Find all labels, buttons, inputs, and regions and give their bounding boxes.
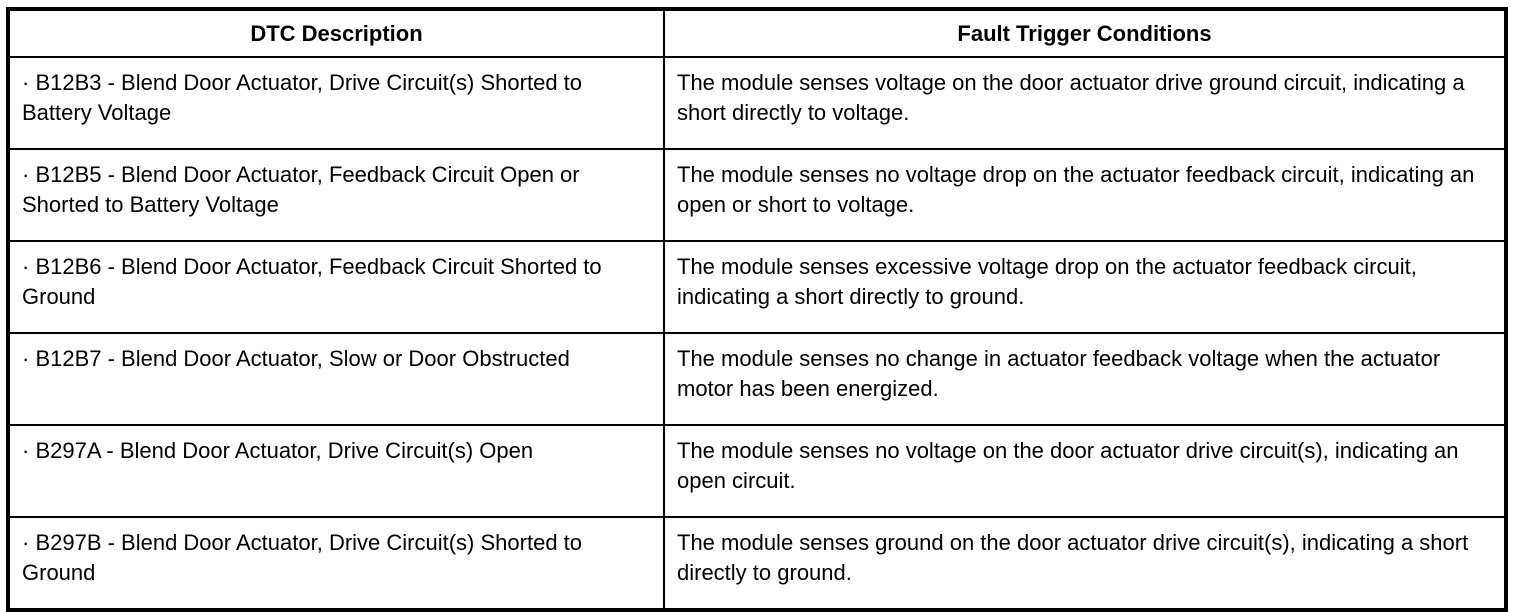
table-row: · B12B3 - Blend Door Actuator, Drive Cir… [7,56,1507,150]
dtc-description-cell: · B297A - Blend Door Actuator, Drive Cir… [7,424,665,518]
fault-trigger-cell: The module senses no voltage on the door… [663,424,1507,518]
column-header-dtc-description: DTC Description [7,8,665,58]
table-row: · B297B - Blend Door Actuator, Drive Cir… [7,516,1507,611]
dtc-description-cell: · B12B3 - Blend Door Actuator, Drive Cir… [7,56,665,150]
dtc-description-cell: · B297B - Blend Door Actuator, Drive Cir… [7,516,665,611]
fault-trigger-cell: The module senses voltage on the door ac… [663,56,1507,150]
column-header-fault-trigger-conditions: Fault Trigger Conditions [663,8,1507,58]
table-header-row: DTC Description Fault Trigger Conditions [7,8,1507,58]
dtc-fault-table: DTC Description Fault Trigger Conditions… [6,7,1508,612]
dtc-description-cell: · B12B7 - Blend Door Actuator, Slow or D… [7,332,665,426]
fault-trigger-cell: The module senses excessive voltage drop… [663,240,1507,334]
table-row: · B12B5 - Blend Door Actuator, Feedback … [7,148,1507,242]
table-row: · B12B6 - Blend Door Actuator, Feedback … [7,240,1507,334]
dtc-description-cell: · B12B6 - Blend Door Actuator, Feedback … [7,240,665,334]
dtc-description-cell: · B12B5 - Blend Door Actuator, Feedback … [7,148,665,242]
fault-trigger-cell: The module senses ground on the door act… [663,516,1507,611]
table-row: · B12B7 - Blend Door Actuator, Slow or D… [7,332,1507,426]
fault-trigger-cell: The module senses no change in actuator … [663,332,1507,426]
table-row: · B297A - Blend Door Actuator, Drive Cir… [7,424,1507,518]
fault-trigger-cell: The module senses no voltage drop on the… [663,148,1507,242]
